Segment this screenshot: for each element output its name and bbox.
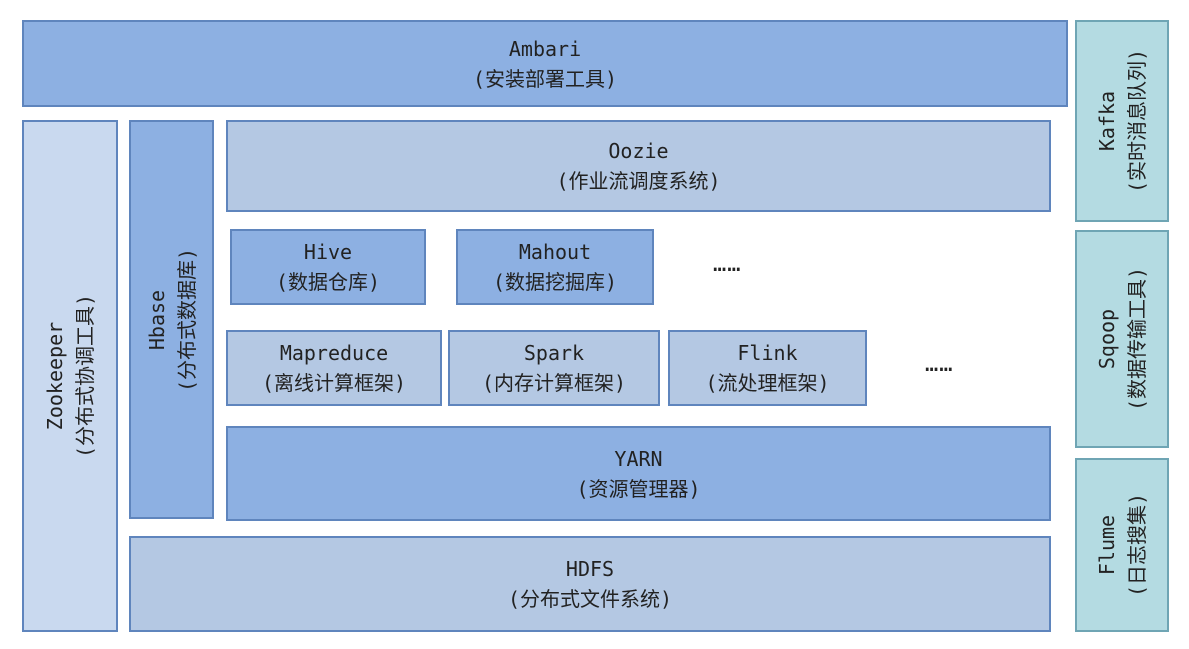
hive-desc: (数据仓库) [275, 270, 381, 294]
flink-name: Flink [737, 341, 798, 365]
ambari-box: Ambari (安装部署工具) [22, 20, 1068, 107]
ellipsis-1: …… [713, 252, 742, 277]
ellipsis-2: …… [925, 352, 954, 377]
hdfs-box: HDFS (分布式文件系统) [129, 536, 1051, 632]
oozie-box: Oozie (作业流调度系统) [226, 120, 1051, 212]
yarn-desc: (资源管理器) [576, 476, 701, 501]
flink-desc: (流处理框架) [705, 371, 830, 395]
hbase-box: Hbase (分布式数据库) [129, 120, 214, 519]
oozie-name: Oozie [608, 139, 669, 163]
flume-label: Flume (日志搜集) [1092, 493, 1152, 597]
hbase-name: Hbase [144, 289, 169, 350]
ambari-name: Ambari [508, 36, 582, 61]
zookeeper-box: Zookeeper (分布式协调工具) [22, 120, 118, 632]
flume-name: Flume [1095, 514, 1119, 576]
spark-desc: (内存计算框架) [481, 371, 627, 395]
yarn-box: YARN (资源管理器) [226, 426, 1051, 521]
kafka-label: Kafka (实时消息队列) [1092, 49, 1152, 193]
hive-name: Hive [303, 240, 353, 264]
kafka-desc: (实时消息队列) [1125, 48, 1149, 194]
mahout-name: Mahout [518, 240, 592, 264]
hive-box: Hive (数据仓库) [230, 229, 426, 305]
ambari-desc: (安装部署工具) [472, 66, 618, 91]
mapreduce-name: Mapreduce [279, 341, 389, 365]
mapreduce-desc: (离线计算框架) [261, 371, 407, 395]
sqoop-box: Sqoop (数据传输工具) [1075, 230, 1169, 448]
mapreduce-box: Mapreduce (离线计算框架) [226, 330, 442, 406]
sqoop-name: Sqoop [1095, 308, 1119, 370]
zookeeper-name: Zookeeper [43, 321, 67, 431]
hdfs-name: HDFS [565, 557, 615, 581]
flink-box: Flink (流处理框架) [668, 330, 867, 406]
flume-desc: (日志搜集) [1125, 492, 1149, 598]
hbase-label: Hbase (分布式数据库) [142, 247, 202, 391]
kafka-box: Kafka (实时消息队列) [1075, 20, 1169, 222]
flume-box: Flume (日志搜集) [1075, 458, 1169, 632]
kafka-name: Kafka [1095, 90, 1119, 152]
hdfs-desc: (分布式文件系统) [507, 587, 673, 611]
mahout-box: Mahout (数据挖掘库) [456, 229, 654, 305]
zookeeper-label: Zookeeper (分布式协调工具) [40, 294, 100, 458]
hbase-desc: (分布式数据库) [174, 247, 199, 392]
mahout-desc: (数据挖掘库) [492, 270, 618, 294]
zookeeper-desc: (分布式协调工具) [73, 293, 97, 459]
yarn-name: YARN [614, 446, 663, 471]
sqoop-desc: (数据传输工具) [1125, 266, 1149, 412]
spark-box: Spark (内存计算框架) [448, 330, 660, 406]
sqoop-label: Sqoop (数据传输工具) [1092, 267, 1152, 411]
spark-name: Spark [523, 341, 585, 365]
oozie-desc: (作业流调度系统) [556, 169, 721, 193]
